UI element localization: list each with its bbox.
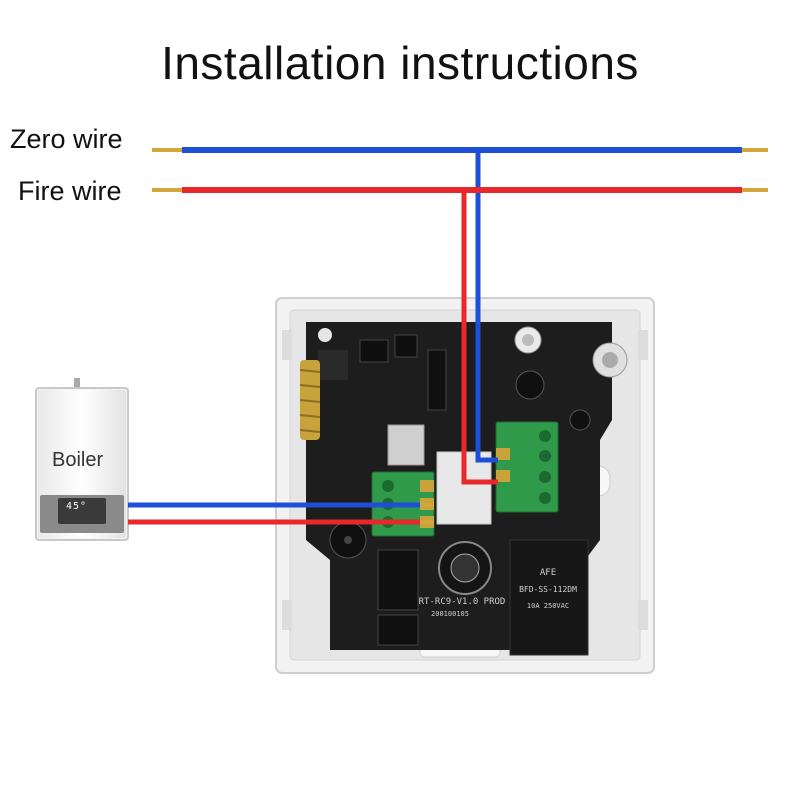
board-date-text: 200100105 (431, 610, 469, 618)
fire-wire-label: Fire wire (18, 176, 122, 206)
relay-brand-text: AFE (540, 568, 556, 578)
board-model-text: RT-RC9-V1.0 PROD (419, 597, 506, 607)
boiler-unit (35, 378, 129, 541)
pcb-board: AFE BFD-SS-112DM 10A 250VAC RT-RC9-V1.0 … (299, 322, 628, 656)
boiler-temp-display: 45° (66, 501, 88, 512)
page-title: Installation instructions (161, 37, 639, 89)
zero-wire (152, 147, 768, 463)
antenna-coil (299, 360, 321, 440)
boiler-wires (128, 502, 434, 525)
fire-wire (152, 187, 768, 485)
zero-wire-label: Zero wire (10, 124, 123, 154)
relay-model-text: BFD-SS-112DM (519, 585, 577, 594)
relay-component: AFE BFD-SS-112DM 10A 250VAC (509, 539, 589, 656)
relay-rating-text: 10A 250VAC (527, 602, 569, 610)
terminal-block-right (495, 421, 559, 513)
boiler-label: Boiler (52, 449, 104, 471)
